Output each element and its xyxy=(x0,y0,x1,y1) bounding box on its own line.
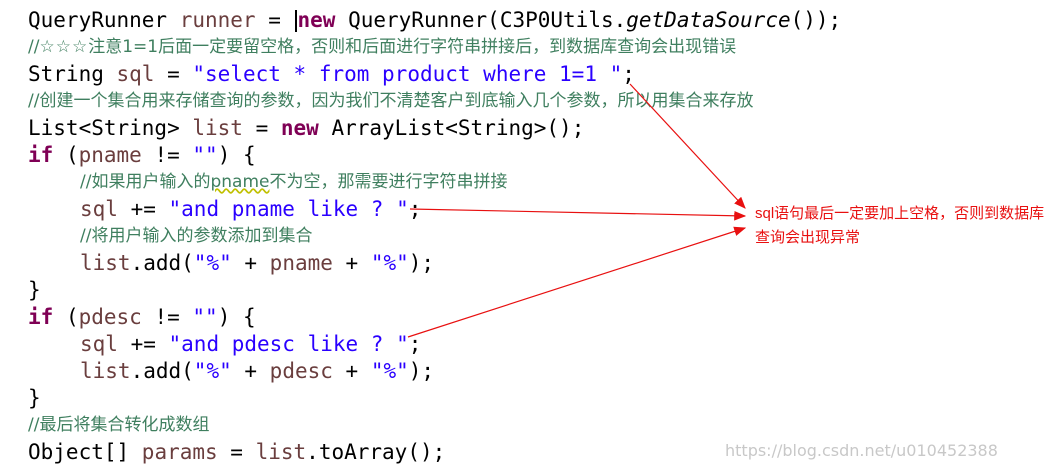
code-line-14: list.add("%" + pdesc + "%"); xyxy=(80,359,435,383)
code-line-1: QueryRunner runner = new QueryRunner(C3P… xyxy=(28,8,842,32)
code-line-11: } xyxy=(28,278,41,302)
code-comment-line-2: //☆☆☆注意1=1后面一定要留空格，否则和后面进行字符串拼接后，到数据库查询会… xyxy=(28,37,737,57)
annotation-note: sql语句最后一定要加上空格，否则到数据库查询会出现异常 xyxy=(755,205,1045,246)
arrow-line-3 xyxy=(407,226,747,338)
code-line-13: sql += "and pdesc like ? "; xyxy=(80,332,422,356)
code-line-6: if (pname != "") { xyxy=(28,143,256,167)
code-comment-line-9: //将用户输入的参数添加到集合 xyxy=(80,226,313,246)
code-comment-line-4: //创建一个集合用来存储查询的参数，因为我们不清楚客户到底输入几个参数，所以用集… xyxy=(28,91,754,111)
watermark-url: https://blog.csdn.net/u010452388 xyxy=(725,441,998,460)
code-line-15: } xyxy=(28,386,41,410)
code-line-10: list.add("%" + pname + "%"); xyxy=(80,251,435,275)
text-cursor xyxy=(294,10,297,32)
code-comment-line-7: //如果用户输入的pname不为空，那需要进行字符串拼接 xyxy=(80,172,508,192)
code-line-12: if (pdesc != "") { xyxy=(28,305,256,329)
code-line-5: List<String> list = new ArrayList<String… xyxy=(28,116,585,140)
code-line-3: String sql = "select * from product wher… xyxy=(28,62,635,86)
code-line-8: sql += "and pname like ? "; xyxy=(80,197,422,221)
star-icons: ☆☆☆ xyxy=(39,37,89,57)
code-line-17: Object[] params = list.toArray(); xyxy=(28,440,446,464)
code-comment-line-16: //最后将集合转化成数组 xyxy=(28,415,210,435)
arrow-line-2 xyxy=(409,208,747,221)
